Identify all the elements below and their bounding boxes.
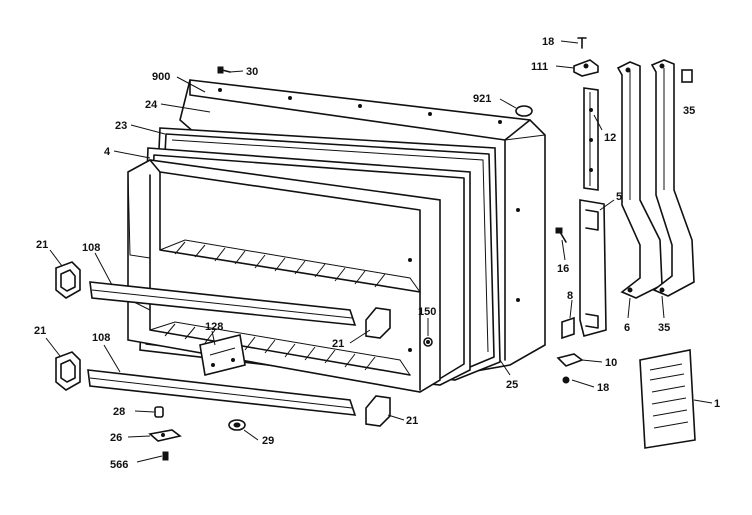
part-labels: 18 111 30 900 921 35 24 12 23 4 5 21 108… <box>34 36 720 471</box>
part-label-18-lower: 18 <box>597 382 609 394</box>
bracket-26 <box>148 429 182 442</box>
screw-18-lower <box>562 376 570 384</box>
part-label-16: 16 <box>557 263 569 275</box>
shelf-cap <box>199 334 246 376</box>
part-label-35: 35 <box>683 105 695 117</box>
door-handle-left <box>616 61 663 299</box>
part-label-29: 29 <box>262 435 274 447</box>
part-label-5: 5 <box>616 191 622 203</box>
part-label-21-lower-left: 21 <box>34 325 46 337</box>
part-label-30: 30 <box>246 66 258 78</box>
leader-lines <box>45 40 713 463</box>
part-label-566: 566 <box>110 459 128 471</box>
door-handle-right <box>650 59 695 297</box>
plug <box>515 105 533 117</box>
part-label-21-upper-right: 21 <box>332 338 344 350</box>
end-cap-upper-right <box>365 307 391 339</box>
part-label-921: 921 <box>473 93 491 105</box>
screw-18-top <box>577 37 587 49</box>
end-cap-lower-left <box>55 351 81 391</box>
upper-door-bar <box>89 281 357 326</box>
instruction-card <box>639 349 696 449</box>
hinge-bracket <box>573 59 599 77</box>
part-label-108-lower: 108 <box>92 332 110 344</box>
part-label-12: 12 <box>604 132 616 144</box>
grommet <box>228 419 246 431</box>
screw-16 <box>555 227 567 243</box>
fitting-150 <box>423 337 433 347</box>
part-label-8: 8 <box>567 290 573 302</box>
door-hinge <box>579 199 607 337</box>
handle-end-cap <box>681 69 693 83</box>
part-label-111: 111 <box>531 61 548 73</box>
part-label-35-lower: 35 <box>658 322 670 334</box>
spring <box>154 406 164 418</box>
part-label-21-lower-right: 21 <box>406 415 418 427</box>
part-label-23: 23 <box>115 120 127 132</box>
part-label-24: 24 <box>145 99 158 111</box>
bearing <box>556 353 584 367</box>
part-label-900: 900 <box>152 71 170 83</box>
stop-strip <box>583 87 599 191</box>
lower-door-bar <box>87 369 357 416</box>
part-label-21-upper-left: 21 <box>36 239 48 251</box>
part-label-26: 26 <box>110 432 122 444</box>
screw-566 <box>162 451 169 461</box>
door-liner <box>127 159 441 393</box>
part-label-18: 18 <box>542 36 554 48</box>
end-cap-upper-left <box>55 261 81 299</box>
part-label-25: 25 <box>506 379 518 391</box>
part-label-150: 150 <box>418 306 436 318</box>
part-label-4: 4 <box>104 146 111 158</box>
end-cap-lower-right <box>365 395 391 427</box>
part-label-1: 1 <box>714 398 720 410</box>
part-label-128: 128 <box>205 321 223 333</box>
door-stop <box>561 316 575 340</box>
screw-30 <box>217 66 231 74</box>
part-label-108-upper: 108 <box>82 242 100 254</box>
part-label-6: 6 <box>624 322 630 334</box>
part-label-28: 28 <box>113 406 125 418</box>
part-label-10: 10 <box>605 357 617 369</box>
